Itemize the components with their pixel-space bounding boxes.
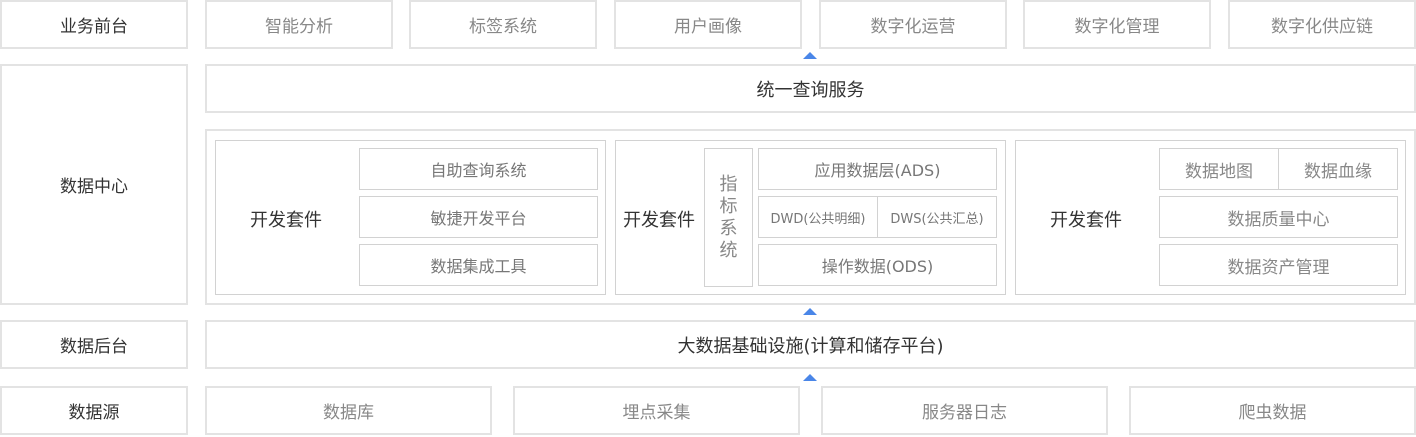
query-service-bar: 统一查询服务 xyxy=(205,64,1416,113)
panel1-title: 开发套件 xyxy=(250,210,322,231)
arrow-up-icon xyxy=(803,52,817,59)
metric-char-3: 系 xyxy=(719,217,738,239)
data-map: 数据地图 xyxy=(1159,148,1279,190)
metric-char-4: 统 xyxy=(719,239,738,261)
source-crawler: 爬虫数据 xyxy=(1129,386,1416,435)
source-database: 数据库 xyxy=(205,386,492,435)
layer-backend-label: 数据后台 xyxy=(0,320,188,369)
frontend-item-tagging: 标签系统 xyxy=(409,0,597,49)
arrow-up-icon xyxy=(803,308,817,315)
metric-char-2: 标 xyxy=(719,195,738,217)
panel2-title: 开发套件 xyxy=(623,210,695,231)
bigdata-platform-bar: 大数据基础设施(计算和储存平台) xyxy=(205,320,1416,369)
frontend-item-digital-ops: 数字化运营 xyxy=(819,0,1007,49)
data-asset-management: 数据资产管理 xyxy=(1159,244,1398,286)
frontend-item-supply-chain: 数字化供应链 xyxy=(1228,0,1416,49)
ods-layer: 操作数据(ODS) xyxy=(758,244,997,286)
dwd-layer: DWD(公共明细) xyxy=(758,196,878,238)
ads-layer: 应用数据层(ADS) xyxy=(758,148,997,190)
data-lineage: 数据血缘 xyxy=(1278,148,1398,190)
self-query-system: 自助查询系统 xyxy=(359,148,598,190)
frontend-item-user-profile: 用户画像 xyxy=(614,0,802,49)
dws-layer: DWS(公共汇总) xyxy=(877,196,997,238)
metric-system-vertical-label: 指 标 系 统 xyxy=(704,148,753,287)
data-integration-tool: 数据集成工具 xyxy=(359,244,598,286)
agile-dev-platform: 敏捷开发平台 xyxy=(359,196,598,238)
metric-char-1: 指 xyxy=(719,173,738,195)
layer-datacenter-label: 数据中心 xyxy=(0,64,188,305)
frontend-item-analytics: 智能分析 xyxy=(205,0,393,49)
source-tracking: 埋点采集 xyxy=(513,386,800,435)
frontend-item-digital-mgmt: 数字化管理 xyxy=(1023,0,1211,49)
data-quality-center: 数据质量中心 xyxy=(1159,196,1398,238)
layer-source-label: 数据源 xyxy=(0,386,188,435)
source-server-logs: 服务器日志 xyxy=(821,386,1108,435)
arrow-up-icon xyxy=(803,374,817,381)
panel3-title: 开发套件 xyxy=(1050,210,1122,231)
layer-frontend-label: 业务前台 xyxy=(0,0,188,49)
